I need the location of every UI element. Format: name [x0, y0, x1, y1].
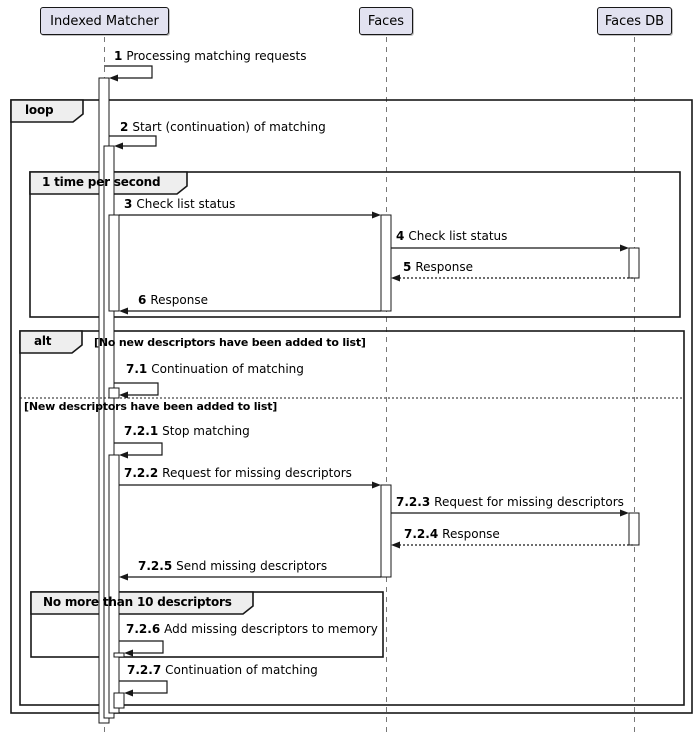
arrowhead-msg7-2-3	[620, 509, 629, 517]
participant-indexed-matcher: Indexed Matcher	[40, 7, 169, 35]
message-arrows	[104, 65, 633, 697]
activation-im-2	[103, 145, 115, 719]
alt-guard-else: [New descriptors have been added to list…	[24, 400, 278, 413]
message-text: Stop matching	[162, 424, 250, 438]
message-number: 6	[138, 293, 147, 307]
message-number: 7.1	[126, 362, 148, 376]
arrow-msg2	[109, 135, 157, 147]
activation-facesdb-1	[628, 247, 640, 279]
alt-frame-label: alt	[34, 334, 52, 348]
arrowhead-msg6	[119, 307, 128, 315]
timer-frame	[29, 171, 681, 318]
participant-faces-db-label: Faces DB	[604, 13, 665, 29]
arrowhead-msg3	[372, 211, 381, 219]
arrow-msg1	[104, 65, 153, 79]
message-number: 7.2.3	[396, 495, 431, 509]
arrowhead-msg7-2-4	[391, 541, 400, 549]
timer-frame-label: 1 time per second	[42, 175, 161, 189]
message-number: 5	[403, 260, 412, 274]
alt-frame-tab	[19, 330, 83, 354]
message-text: Check list status	[408, 229, 508, 243]
participant-faces-label: Faces	[367, 13, 405, 29]
message-text: Check list status	[136, 197, 236, 211]
arrowhead-msg7-2-2	[372, 481, 381, 489]
activation-im-3a	[108, 214, 120, 312]
message-number: 7.2.2	[124, 466, 159, 480]
arrowhead-msg7-1	[119, 391, 128, 399]
message-text: Send missing descriptors	[176, 559, 328, 573]
activation-bars	[98, 77, 640, 724]
arrowhead-msg7-2-7	[124, 689, 133, 697]
message-text: Continuation of matching	[165, 663, 318, 677]
message-number: 7.2.5	[138, 559, 173, 573]
message-text: Response	[442, 527, 500, 541]
activation-im-3c	[108, 454, 120, 714]
participant-faces: Faces	[359, 7, 413, 35]
activation-faces-1	[380, 214, 392, 312]
message-text: Continuation of matching	[151, 362, 304, 376]
message-number: 7.2.6	[126, 622, 161, 636]
activation-im-4b	[113, 692, 125, 709]
message-number: 1	[114, 49, 123, 63]
activation-im-3b	[108, 387, 120, 399]
message-number: 7.2.7	[127, 663, 162, 677]
arrow-msg7-1	[114, 382, 159, 396]
arrowhead-msg2	[114, 142, 123, 150]
limit-frame-label: No more than 10 descriptors	[43, 595, 232, 609]
arrowhead-msg7-2-1	[119, 451, 128, 459]
message-text: Response	[150, 293, 208, 307]
alt-frame	[19, 330, 685, 706]
arrowhead-msg5	[391, 274, 400, 282]
message-text: Request for missing descriptors	[434, 495, 624, 509]
arrow-msg7-2-7	[119, 680, 168, 694]
arrow-msg7-2-6	[119, 640, 164, 654]
message-number: 2	[120, 120, 129, 134]
message-text: Processing matching requests	[126, 49, 307, 63]
activation-faces-2	[380, 484, 392, 578]
message-text: Start (continuation) of matching	[132, 120, 326, 134]
participant-faces-db: Faces DB	[597, 7, 672, 35]
arrowhead-msg7-2-5	[119, 573, 128, 581]
message-number: 3	[124, 197, 133, 211]
message-number: 4	[396, 229, 405, 243]
loop-frame	[10, 99, 693, 714]
activation-im-4a	[113, 652, 125, 658]
message-number: 7.2.4	[404, 527, 439, 541]
message-number: 7.2.1	[124, 424, 159, 438]
message-text: Response	[415, 260, 473, 274]
participant-indexed-matcher-label: Indexed Matcher	[50, 13, 159, 29]
message-text: Request for missing descriptors	[162, 466, 352, 480]
loop-frame-label: loop	[25, 103, 54, 117]
alt-guard-top: [No new descriptors have been added to l…	[94, 336, 366, 349]
message-text: Add missing descriptors to memory	[164, 622, 378, 636]
arrowhead-msg4	[620, 244, 629, 252]
arrowhead-msg7-2-6	[124, 649, 133, 657]
arrowhead-msg1	[109, 74, 118, 82]
activation-facesdb-2	[628, 512, 640, 546]
arrow-msg7-2-1	[114, 442, 163, 456]
limit-frame-tab	[30, 591, 254, 615]
loop-frame-tab	[10, 99, 84, 123]
